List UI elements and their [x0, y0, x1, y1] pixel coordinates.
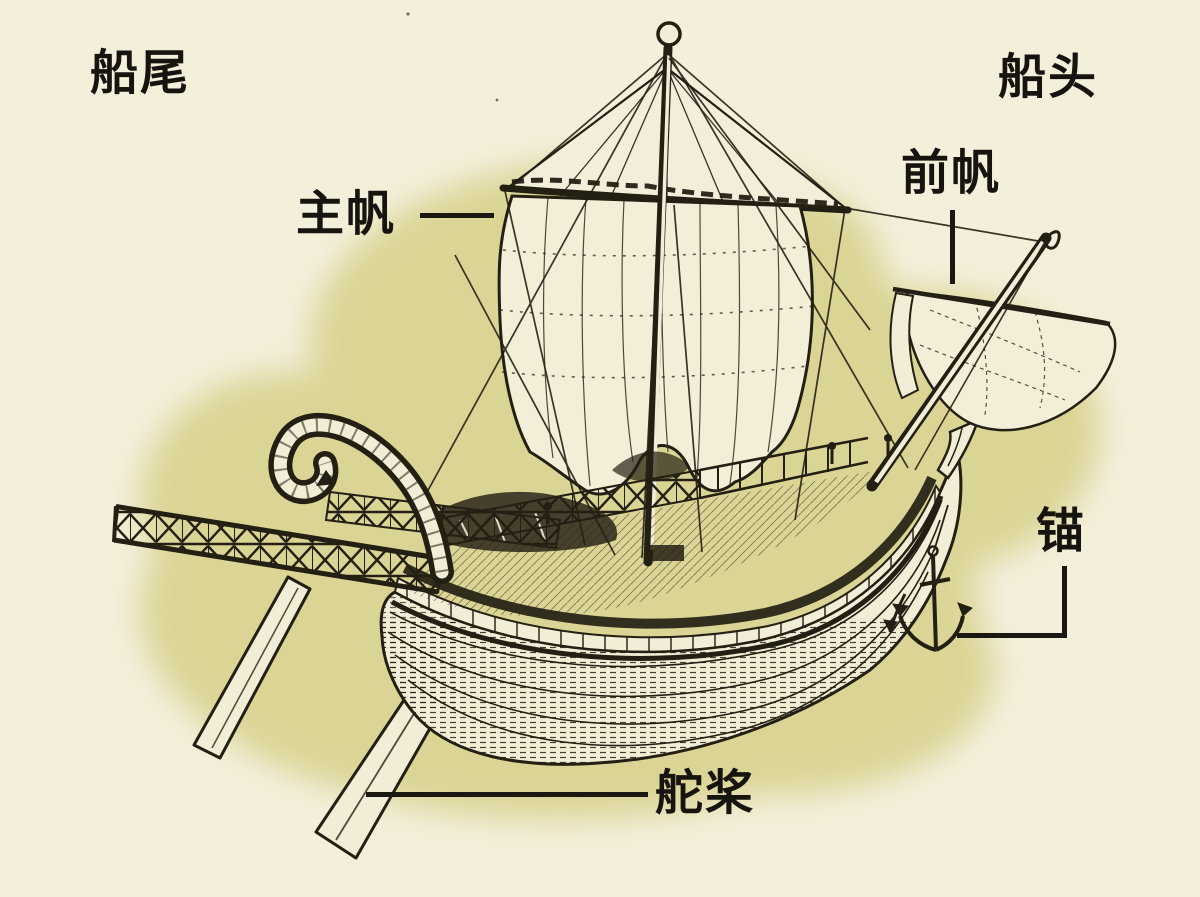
- far-steering-oar: [192, 575, 312, 760]
- label-stern: 船尾: [90, 47, 191, 100]
- label-mainsail: 主帆: [296, 188, 397, 241]
- swan-head: [316, 470, 336, 486]
- masthead-ball: [656, 21, 682, 47]
- foresail-leader-line: [950, 210, 955, 284]
- topsail: [502, 66, 852, 212]
- label-steering-oar: 舵桨: [655, 767, 756, 820]
- bowsprit-foremast: [866, 230, 1061, 492]
- crew-figures: [544, 434, 892, 524]
- main-yard: [499, 177, 852, 214]
- foresail-near-panel: [889, 291, 920, 400]
- anchor-leader-line-vertical: [1062, 566, 1067, 638]
- anchor-leader-line-horizontal: [957, 633, 1067, 638]
- mainsail-leader-line: [420, 213, 494, 218]
- paper-specks: [406, 12, 499, 102]
- swan-neck-ornament: [268, 412, 454, 584]
- label-foresail: 前帆: [901, 147, 1002, 200]
- label-anchor: 锚: [1036, 505, 1087, 558]
- anchor-icon: [883, 504, 973, 652]
- steering-oar-leader-line: [366, 792, 648, 797]
- stern-lattice-gallery: [112, 490, 562, 595]
- label-bow: 船头: [998, 51, 1099, 104]
